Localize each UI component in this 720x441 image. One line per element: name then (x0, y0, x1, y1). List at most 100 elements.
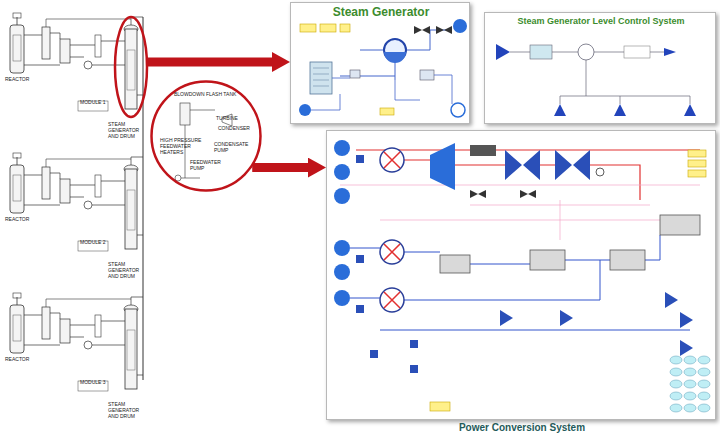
power-conversion-model (698, 368, 710, 376)
steam-generator-model (299, 104, 311, 116)
power-conversion-model (440, 255, 470, 273)
level-control-model (496, 44, 510, 60)
power-conversion-model (665, 292, 678, 308)
power-conversion-model (670, 356, 710, 412)
power-conversion-model (684, 404, 696, 412)
power-conversion-model (596, 168, 604, 176)
schematic-label: STEAM GENERATOR AND DRUM (108, 122, 139, 139)
power-conversion-model (684, 368, 696, 376)
level-control-model (484, 12, 716, 124)
level-control-model (510, 52, 690, 104)
power-conversion-model (684, 356, 696, 364)
power-conversion-model (380, 148, 404, 312)
power-conversion-model (698, 392, 710, 400)
left-schematic (10, 293, 143, 391)
highlight-arrow (147, 58, 272, 67)
highlight-arrow (147, 52, 290, 72)
left-schematic (143, 17, 144, 380)
schematic-label: REACTOR (5, 357, 29, 363)
schematic-label: STEAM GENERATOR AND DRUM (108, 262, 139, 279)
power-conversion-model (505, 150, 540, 180)
power-conversion-model (670, 356, 682, 364)
steam-generator-model (290, 2, 470, 124)
level-control-model (484, 12, 716, 124)
steam-generator-model (340, 30, 452, 80)
power-conversion-model (680, 340, 693, 356)
circle-outline (152, 82, 261, 191)
steam-generator-model (453, 19, 467, 33)
steam-generator-model (380, 108, 394, 115)
steam-generator-model (384, 52, 406, 63)
steam-generator-model (451, 103, 465, 117)
left-schematic (10, 153, 143, 251)
schematic-label: REACTOR (5, 217, 29, 223)
power-conversion-model (500, 310, 513, 326)
steam-generator-model (414, 26, 430, 34)
power-conversion-model (334, 264, 350, 280)
left-schematic (10, 13, 143, 391)
component-label: TURBINE (216, 116, 238, 122)
power-conversion-model (430, 402, 450, 411)
steam-generator-model (311, 80, 420, 110)
power-conversion-model (610, 250, 645, 270)
steam-generator-model (436, 26, 452, 34)
highlight-arrow (252, 163, 308, 172)
power-conversion-model (698, 380, 710, 388)
power-conversion-model (560, 310, 573, 326)
power-conversion-model (410, 340, 418, 348)
power-conversion-model (670, 380, 682, 388)
schematic-label: MODULE 2 (80, 240, 106, 246)
power-conversion-model (326, 130, 716, 420)
level-control-model (664, 48, 676, 56)
power-conversion-model (688, 170, 706, 177)
power-conversion-model (440, 215, 700, 273)
panel-title: Power Conversion System (459, 422, 585, 434)
power-conversion-model (688, 150, 706, 157)
power-conversion-model (680, 312, 693, 328)
power-conversion-model (356, 150, 700, 200)
power-conversion-model (356, 155, 364, 163)
left-schematic (10, 13, 143, 111)
level-control-model (530, 45, 552, 59)
component-label: BLOWDOWN FLASH TANK (174, 92, 236, 98)
power-conversion-model (334, 140, 350, 156)
power-conversion-model (334, 164, 350, 180)
power-conversion-model (334, 240, 350, 256)
schematic-label: MODULE 1 (80, 100, 106, 106)
power-conversion-model (698, 356, 710, 364)
model-panel: Steam Generator Level Control System (484, 12, 716, 124)
component-label: CONDENSER (218, 126, 250, 132)
level-control-model (624, 46, 650, 58)
power-conversion-model (688, 160, 706, 167)
power-conversion-model (684, 392, 696, 400)
power-conversion-model (430, 150, 706, 411)
power-conversion-model (334, 188, 350, 204)
steam-generator-model (350, 70, 360, 78)
steam-generator-model (320, 24, 336, 32)
steam-generator-model (313, 68, 329, 86)
power-conversion-model (470, 145, 496, 156)
steam-generator-model (340, 24, 350, 32)
steam-generator-model (310, 62, 332, 94)
steam-generator-model (300, 24, 316, 32)
highlight-circle: BLOWDOWN FLASH TANK TURBINE CONDENSER HIGH … (150, 80, 262, 192)
circle-components (180, 103, 190, 125)
power-conversion-model (530, 250, 565, 270)
steam-generator-model (332, 75, 452, 104)
highlight-ellipse (115, 17, 147, 117)
power-conversion-model (660, 215, 700, 235)
power-conversion-model (340, 185, 700, 240)
power-conversion-model (684, 380, 696, 388)
power-conversion-model (670, 368, 682, 376)
highlight-ellipse (115, 17, 147, 117)
panel-title: Steam Generator (333, 6, 430, 20)
highlight-arrow (272, 52, 290, 72)
power-conversion-model (370, 292, 693, 373)
schematic-label: MODULE 3 (80, 380, 106, 386)
component-label: HIGH PRESSURE FEEDWATER HEATERS (160, 138, 202, 155)
power-conversion-model (555, 150, 590, 180)
steam-generator-model (420, 70, 434, 80)
level-control-model (554, 104, 696, 116)
